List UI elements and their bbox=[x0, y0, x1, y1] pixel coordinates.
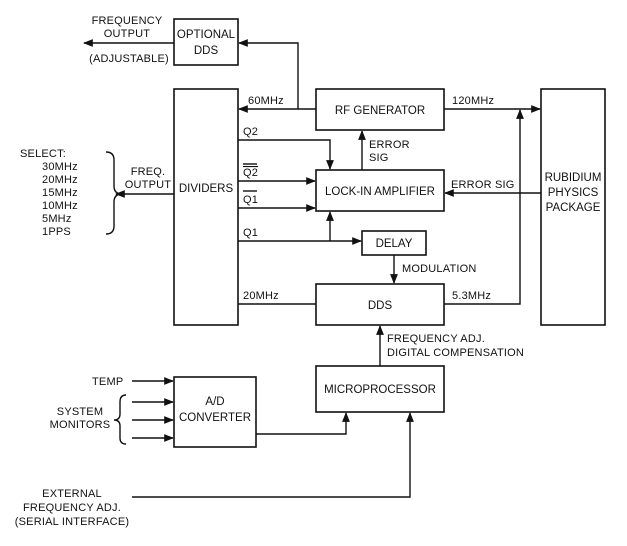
system-monitors-label-line2: MONITORS bbox=[50, 419, 111, 431]
error-sig-vertical-line1: ERROR bbox=[369, 139, 410, 151]
select-option-20mhz: 20MHz bbox=[42, 174, 78, 186]
q2-label: Q2 bbox=[243, 126, 258, 138]
external-freq-adj-label-line3: (SERIAL INTERFACE) bbox=[15, 516, 129, 528]
dds-label: DDS bbox=[368, 300, 393, 312]
lockin-amplifier-label: LOCK-IN AMPLIFIER bbox=[325, 186, 435, 198]
optional-dds-label-line2: DDS bbox=[194, 45, 219, 57]
rubidium-physics-package-block: RUBIDIUM PHYSICS PACKAGE bbox=[540, 88, 606, 326]
ad-converter-block: A/D CONVERTER bbox=[173, 376, 257, 448]
external-freq-adj-label-line2: FREQUENCY ADJ. bbox=[23, 502, 121, 514]
system-monitors-label-line1: SYSTEM bbox=[57, 406, 103, 418]
external-adj-to-microprocessor-arrow bbox=[132, 412, 414, 498]
microprocessor-block: MICROPROCESSOR bbox=[315, 365, 445, 413]
temp-label: TEMP bbox=[92, 376, 123, 388]
ad-to-microprocessor-arrow bbox=[256, 412, 350, 435]
select-brace bbox=[105, 151, 123, 235]
freq-output-label-line2: OUTPUT bbox=[125, 179, 171, 191]
rubidium-label-line3: PACKAGE bbox=[546, 202, 601, 214]
optional-dds-label-line1: OPTIONAL bbox=[177, 29, 236, 41]
5-3mhz-label: 5.3MHz bbox=[452, 290, 491, 302]
microprocessor-label: MICROPROCESSOR bbox=[324, 384, 436, 396]
dds-block: DDS bbox=[315, 283, 445, 326]
select-option-5mhz: 5MHz bbox=[42, 213, 72, 225]
system-monitors-brace bbox=[113, 394, 127, 445]
labels: FREQUENCY OUTPUT (ADJUSTABLE) SELECT: 30… bbox=[15, 15, 524, 528]
frequency-output-label-line1: FREQUENCY bbox=[92, 15, 163, 27]
q1-label: Q1 bbox=[243, 227, 258, 239]
rubidium-label-line1: RUBIDIUM bbox=[545, 172, 602, 184]
rf-to-optional-dds-arrow bbox=[238, 39, 299, 109]
q1-bar-label: Q1 bbox=[243, 194, 258, 206]
modulation-label: MODULATION bbox=[402, 263, 477, 275]
connections bbox=[83, 39, 541, 498]
freq-adj-label-line1: FREQUENCY ADJ. bbox=[387, 333, 485, 345]
error-sig-label: ERROR SIG bbox=[451, 179, 515, 191]
select-option-10mhz: 10MHz bbox=[42, 200, 78, 212]
dds-to-rubidium-5-3mhz-arrow bbox=[444, 109, 524, 305]
error-sig-vertical-line2: SIG bbox=[369, 152, 389, 164]
select-option-1pps: 1PPS bbox=[42, 226, 71, 238]
q2-bar-label: Q2 bbox=[243, 167, 258, 179]
20mhz-label: 20MHz bbox=[243, 290, 279, 302]
rf-generator-block: RF GENERATOR bbox=[315, 88, 445, 131]
delay-block: DELAY bbox=[361, 230, 427, 256]
dividers-block: DIVIDERS bbox=[173, 88, 239, 326]
select-label: SELECT: bbox=[20, 148, 66, 160]
ad-converter-label-line2: CONVERTER bbox=[179, 412, 251, 424]
optional-dds-block: OPTIONAL DDS bbox=[173, 18, 239, 66]
select-option-15mhz: 15MHz bbox=[42, 187, 78, 199]
freq-adj-label-line2: DIGITAL COMPENSATION bbox=[387, 347, 524, 359]
60mhz-label: 60MHz bbox=[248, 95, 284, 107]
adjustable-label: (ADJUSTABLE) bbox=[89, 53, 169, 65]
freq-output-label-line1: FREQ. bbox=[131, 166, 166, 178]
delay-label: DELAY bbox=[376, 238, 413, 250]
frequency-output-label-line2: OUTPUT bbox=[104, 28, 150, 40]
120mhz-label: 120MHz bbox=[452, 95, 494, 107]
dividers-label: DIVIDERS bbox=[179, 183, 234, 195]
q2-arrow bbox=[238, 139, 334, 170]
rf-generator-label: RF GENERATOR bbox=[335, 105, 425, 117]
lockin-amplifier-block: LOCK-IN AMPLIFIER bbox=[315, 169, 445, 212]
select-option-30mhz: 30MHz bbox=[42, 161, 78, 173]
external-freq-adj-label-line1: EXTERNAL bbox=[42, 488, 102, 500]
ad-converter-label-line1: A/D bbox=[205, 396, 224, 408]
rubidium-label-line2: PHYSICS bbox=[548, 187, 599, 199]
